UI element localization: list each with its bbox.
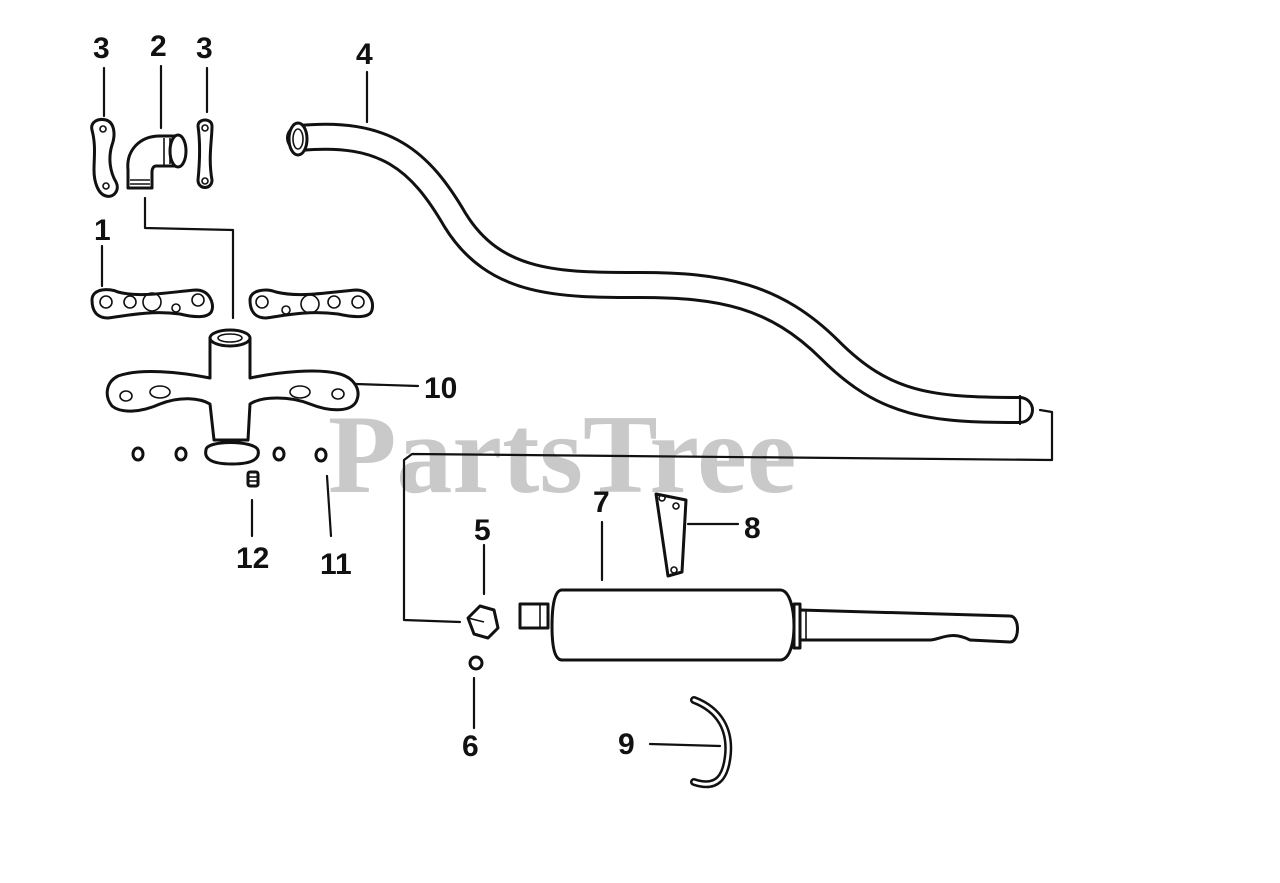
gasket-right[interactable] [248, 288, 374, 320]
callout-3-left: 3 [93, 32, 110, 65]
muffler-clamp[interactable] [466, 604, 500, 640]
exhaust-elbow[interactable] [126, 133, 188, 190]
callouts: 3 2 3 4 1 10 12 11 5 7 8 6 9 [93, 30, 761, 763]
muffler-nut[interactable] [468, 655, 484, 671]
callout-10: 10 [424, 372, 457, 405]
callout-8: 8 [744, 512, 761, 545]
callout-1: 1 [94, 214, 111, 247]
clamp-right[interactable] [196, 118, 214, 189]
callout-9: 9 [618, 728, 635, 761]
callout-2: 2 [150, 30, 167, 63]
muffler[interactable] [518, 588, 1019, 662]
exhaust-manifold[interactable] [105, 328, 360, 466]
callout-4: 4 [356, 38, 373, 71]
exhaust-pipe[interactable] [286, 121, 1034, 426]
callout-12: 12 [236, 542, 269, 575]
callout-7: 7 [593, 486, 610, 519]
u-bolt[interactable] [690, 696, 733, 789]
clamp-left[interactable] [90, 118, 119, 198]
callout-6: 6 [462, 730, 479, 763]
leader-lines [100, 64, 1054, 748]
manifold-nuts[interactable] [131, 446, 328, 463]
callout-5: 5 [474, 514, 491, 547]
callout-11: 11 [320, 548, 352, 581]
callout-3-right: 3 [196, 32, 213, 65]
muffler-bracket[interactable] [654, 492, 688, 578]
gasket-left[interactable] [90, 288, 214, 320]
manifold-stud[interactable] [246, 470, 260, 488]
